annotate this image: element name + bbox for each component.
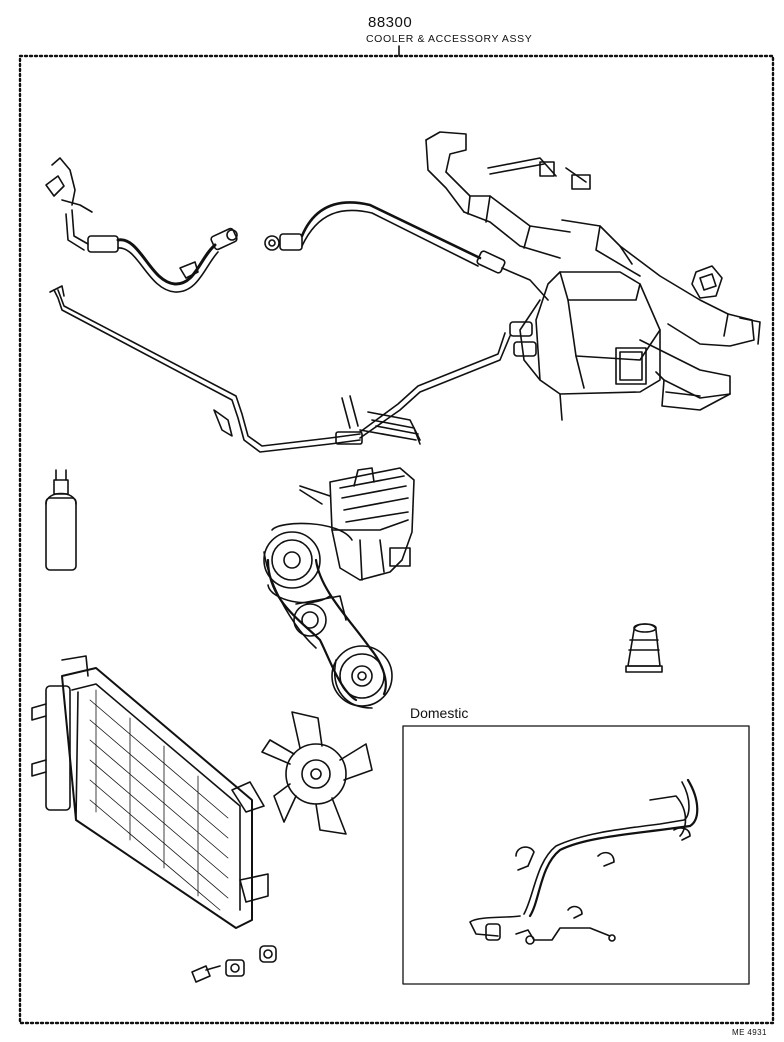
assembly-boundary (18, 54, 775, 1025)
bolt-hardware (191, 945, 277, 983)
cooling-unit (425, 131, 761, 421)
receiver-dryer (45, 469, 77, 571)
pipe-clamp-bundle (341, 395, 421, 445)
discharge-hose (45, 157, 238, 293)
crank-pulley (331, 645, 393, 709)
liquid-tube (49, 285, 511, 453)
domestic-inset-box (402, 725, 750, 985)
compressor-pulley (263, 522, 353, 604)
domestic-inset-label: Domestic (410, 705, 469, 721)
drawing-code: ME 4931 (732, 1028, 767, 1037)
sleeve-boot (625, 623, 663, 673)
part-name: COOLER & ACCESSORY ASSY (366, 33, 533, 45)
condenser (31, 655, 269, 929)
idler-pulley (293, 595, 347, 637)
cooling-fan (261, 711, 373, 835)
suction-hose (264, 201, 549, 301)
domestic-wire-harness (469, 778, 699, 945)
part-number: 88300 (368, 14, 413, 31)
compressor (299, 467, 415, 581)
